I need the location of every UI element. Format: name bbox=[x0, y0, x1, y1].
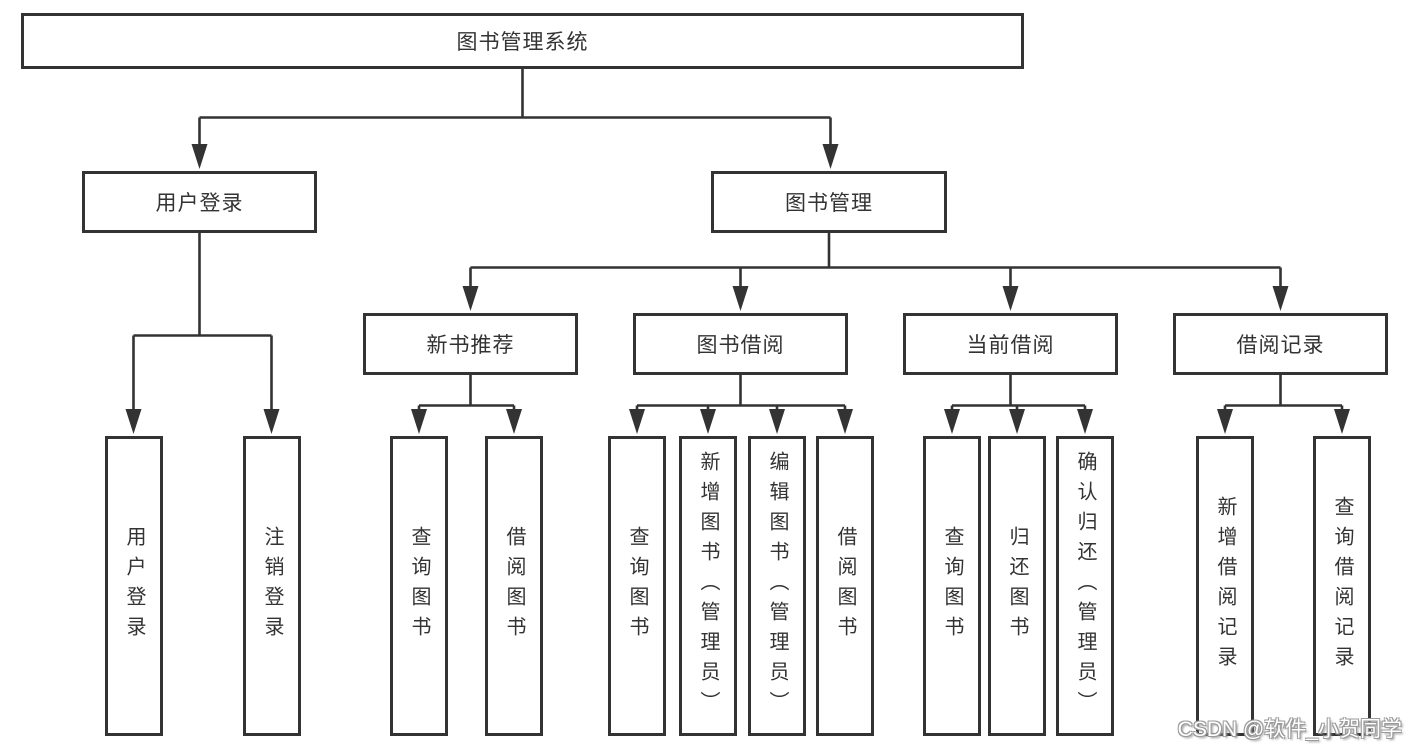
node-new-book-recommend-label: 新书推荐 bbox=[426, 334, 515, 357]
leaf-return-books-label: 归还图书 bbox=[1006, 526, 1028, 646]
leaf-query-books-borrowing: 查询图书 bbox=[608, 436, 666, 736]
csdn-watermark: CSDN @软件_小贺同学 bbox=[1177, 718, 1402, 741]
leaf-borrow-books-label: 借阅图书 bbox=[834, 526, 856, 646]
leaf-user-login-label: 用户登录 bbox=[123, 526, 145, 646]
leaf-edit-books-admin: 编辑图书（管理员） bbox=[748, 436, 806, 736]
leaf-add-borrow-record-label: 新增借阅记录 bbox=[1214, 496, 1236, 676]
node-library-system-label: 图书管理系统 bbox=[456, 31, 589, 54]
node-current-borrowing-label: 当前借阅 bbox=[966, 334, 1055, 357]
leaf-confirm-return-admin-label: 确认归还（管理员） bbox=[1074, 451, 1096, 721]
leaf-borrow-books: 借阅图书 bbox=[816, 436, 874, 736]
leaf-query-books-current-label: 查询图书 bbox=[941, 526, 963, 646]
node-book-borrowing-label: 图书借阅 bbox=[696, 334, 785, 357]
node-current-borrowing: 当前借阅 bbox=[903, 313, 1118, 375]
leaf-query-borrow-record-label: 查询借阅记录 bbox=[1331, 496, 1353, 676]
leaf-add-books-admin-label: 新增图书（管理员） bbox=[697, 451, 719, 721]
leaf-confirm-return-admin: 确认归还（管理员） bbox=[1056, 436, 1114, 736]
node-borrowing-records-label: 借阅记录 bbox=[1236, 334, 1325, 357]
leaf-return-books: 归还图书 bbox=[988, 436, 1046, 736]
leaf-add-borrow-record: 新增借阅记录 bbox=[1196, 436, 1254, 736]
leaf-user-login: 用户登录 bbox=[105, 436, 163, 736]
leaf-logout-label: 注销登录 bbox=[261, 526, 283, 646]
leaf-edit-books-admin-label: 编辑图书（管理员） bbox=[766, 451, 788, 721]
node-book-management-label: 图书管理 bbox=[785, 192, 873, 215]
leaf-query-borrow-record: 查询借阅记录 bbox=[1313, 436, 1371, 736]
leaf-query-books-recommend-label: 查询图书 bbox=[408, 526, 430, 646]
node-new-book-recommend: 新书推荐 bbox=[363, 313, 578, 375]
node-library-system: 图书管理系统 bbox=[21, 13, 1024, 69]
node-book-management: 图书管理 bbox=[711, 171, 947, 233]
leaf-query-books-current: 查询图书 bbox=[923, 436, 981, 736]
leaf-borrow-books-recommend: 借阅图书 bbox=[485, 436, 543, 736]
node-book-borrowing: 图书借阅 bbox=[633, 313, 848, 375]
node-user-login: 用户登录 bbox=[82, 171, 317, 233]
node-borrowing-records: 借阅记录 bbox=[1173, 313, 1388, 375]
leaf-query-books-recommend: 查询图书 bbox=[390, 436, 448, 736]
leaf-logout: 注销登录 bbox=[243, 436, 301, 736]
leaf-borrow-books-recommend-label: 借阅图书 bbox=[503, 526, 525, 646]
node-user-login-label: 用户登录 bbox=[155, 192, 244, 215]
leaf-query-books-borrowing-label: 查询图书 bbox=[626, 526, 648, 646]
leaf-add-books-admin: 新增图书（管理员） bbox=[679, 436, 737, 736]
